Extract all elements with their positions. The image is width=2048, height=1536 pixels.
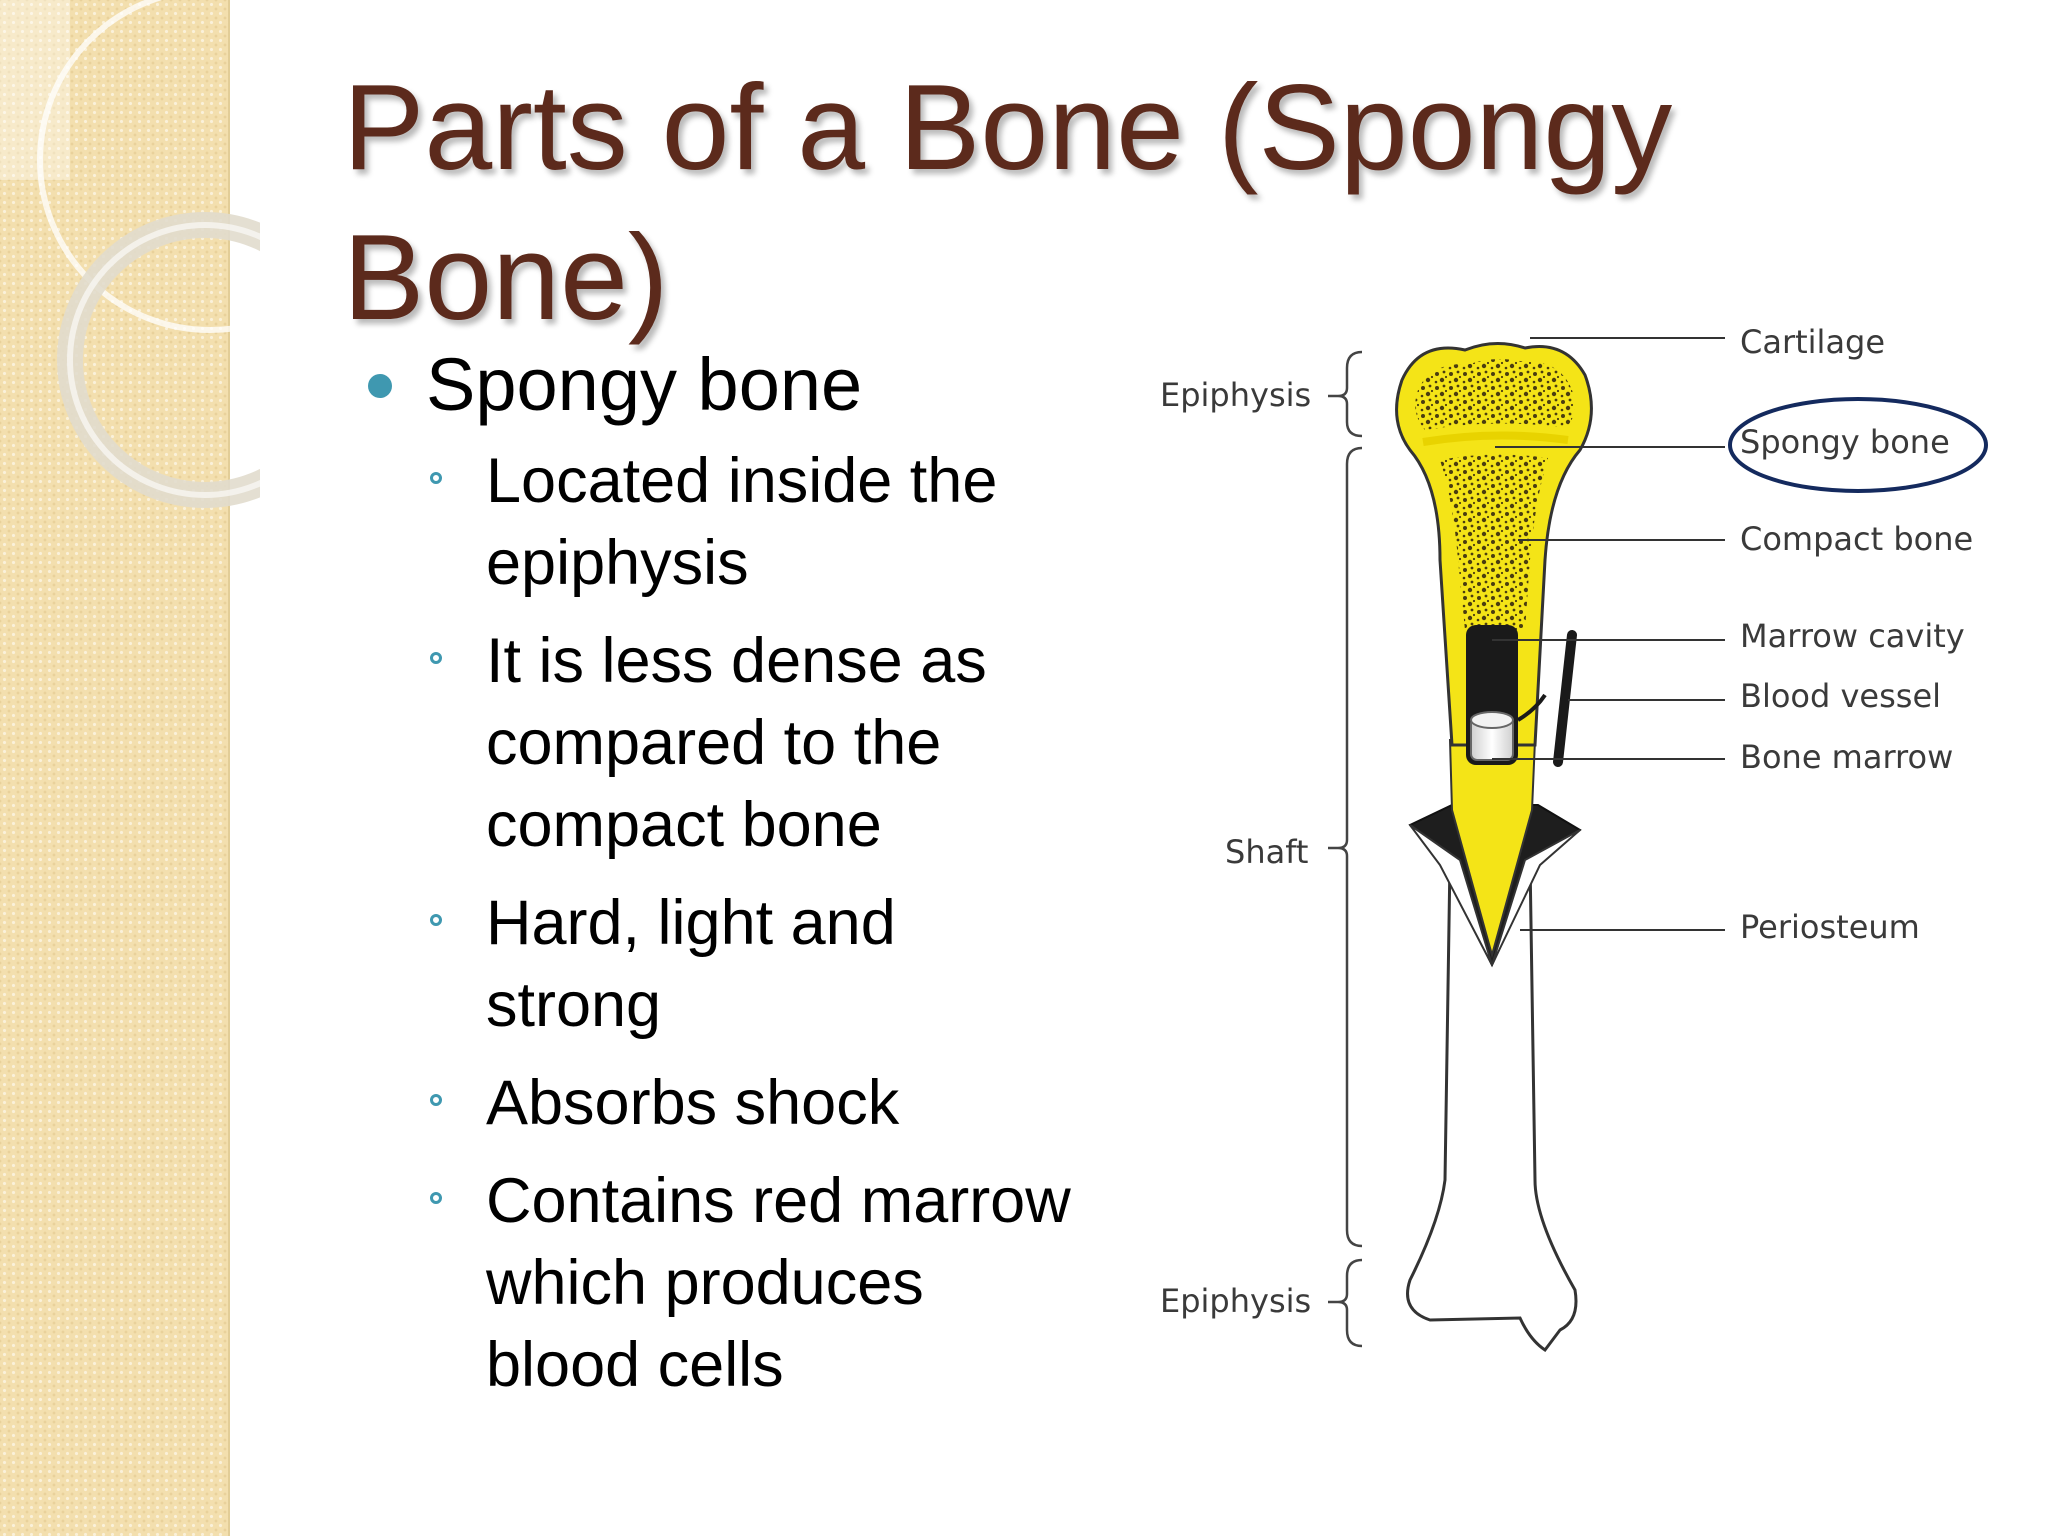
ring-bullet-icon	[430, 1192, 442, 1204]
sub-bullet: It is less dense as compared to the comp…	[430, 620, 1080, 866]
blood-vessel	[1516, 693, 1547, 722]
label-marrow-cavity: Marrow cavity	[1740, 617, 1965, 655]
label-periosteum: Periosteum	[1740, 908, 1920, 946]
bone-diagram: Epiphysis Shaft Epiphysis Cartilage Spon…	[1160, 323, 1988, 1353]
label-epiphysis-top: Epiphysis	[1160, 376, 1311, 414]
bullet-list: Spongy bone Located inside the epiphysis…	[360, 340, 1080, 1422]
main-bullet-text: Spongy bone	[426, 343, 863, 426]
label-blood-vessel: Blood vessel	[1740, 677, 1941, 715]
label-compact-bone: Compact bone	[1740, 520, 1973, 558]
ring-bullet-icon	[430, 652, 442, 664]
decorative-rings	[0, 0, 260, 508]
sub-bullet-text: Located inside the epiphysis	[486, 446, 998, 598]
sub-bullet-text: It is less dense as compared to the comp…	[486, 626, 987, 860]
bracket-epiphysis-bottom	[1337, 1258, 1363, 1348]
label-cartilage: Cartilage	[1740, 323, 1885, 361]
spongy-bone-head	[1415, 358, 1575, 430]
sub-bullet-text: Hard, light and strong	[486, 888, 896, 1040]
bracket-epiphysis-top	[1337, 350, 1363, 438]
ring-bullet-icon	[430, 472, 442, 484]
label-shaft: Shaft	[1225, 833, 1308, 871]
sub-bullet: Absorbs shock	[430, 1062, 1080, 1144]
periosteum-edge	[1491, 829, 1581, 966]
sub-bullet: Hard, light and strong	[430, 882, 1080, 1046]
ring-bullet-icon	[430, 1094, 442, 1106]
spongy-bone-neck	[1440, 454, 1548, 630]
slide-title: Parts of a Bone (Spongy Bone)	[343, 59, 1673, 345]
sub-bullet: Located inside the epiphysis	[430, 440, 1080, 604]
label-epiphysis-bottom: Epiphysis	[1160, 1282, 1311, 1320]
bullet-dot-icon	[368, 374, 392, 398]
blood-vessel	[1553, 630, 1577, 767]
label-spongy-bone: Spongy bone	[1740, 423, 1950, 461]
sub-bullet-text: Absorbs shock	[486, 1068, 900, 1138]
epiphyseal-line	[1422, 431, 1569, 446]
ring-bullet-icon	[430, 914, 442, 926]
bracket-shaft	[1337, 446, 1363, 1248]
main-bullet: Spongy bone	[360, 340, 1080, 430]
sub-bullet-text: Contains red marrow which produces blood…	[486, 1166, 1071, 1400]
sub-bullet-list: Located inside the epiphysis It is less …	[360, 440, 1080, 1406]
sub-bullet: Contains red marrow which produces blood…	[430, 1160, 1080, 1406]
label-bone-marrow: Bone marrow	[1740, 738, 1953, 776]
bone-shaft-lower	[1406, 858, 1578, 1353]
highlight-ellipse	[1728, 397, 1988, 493]
